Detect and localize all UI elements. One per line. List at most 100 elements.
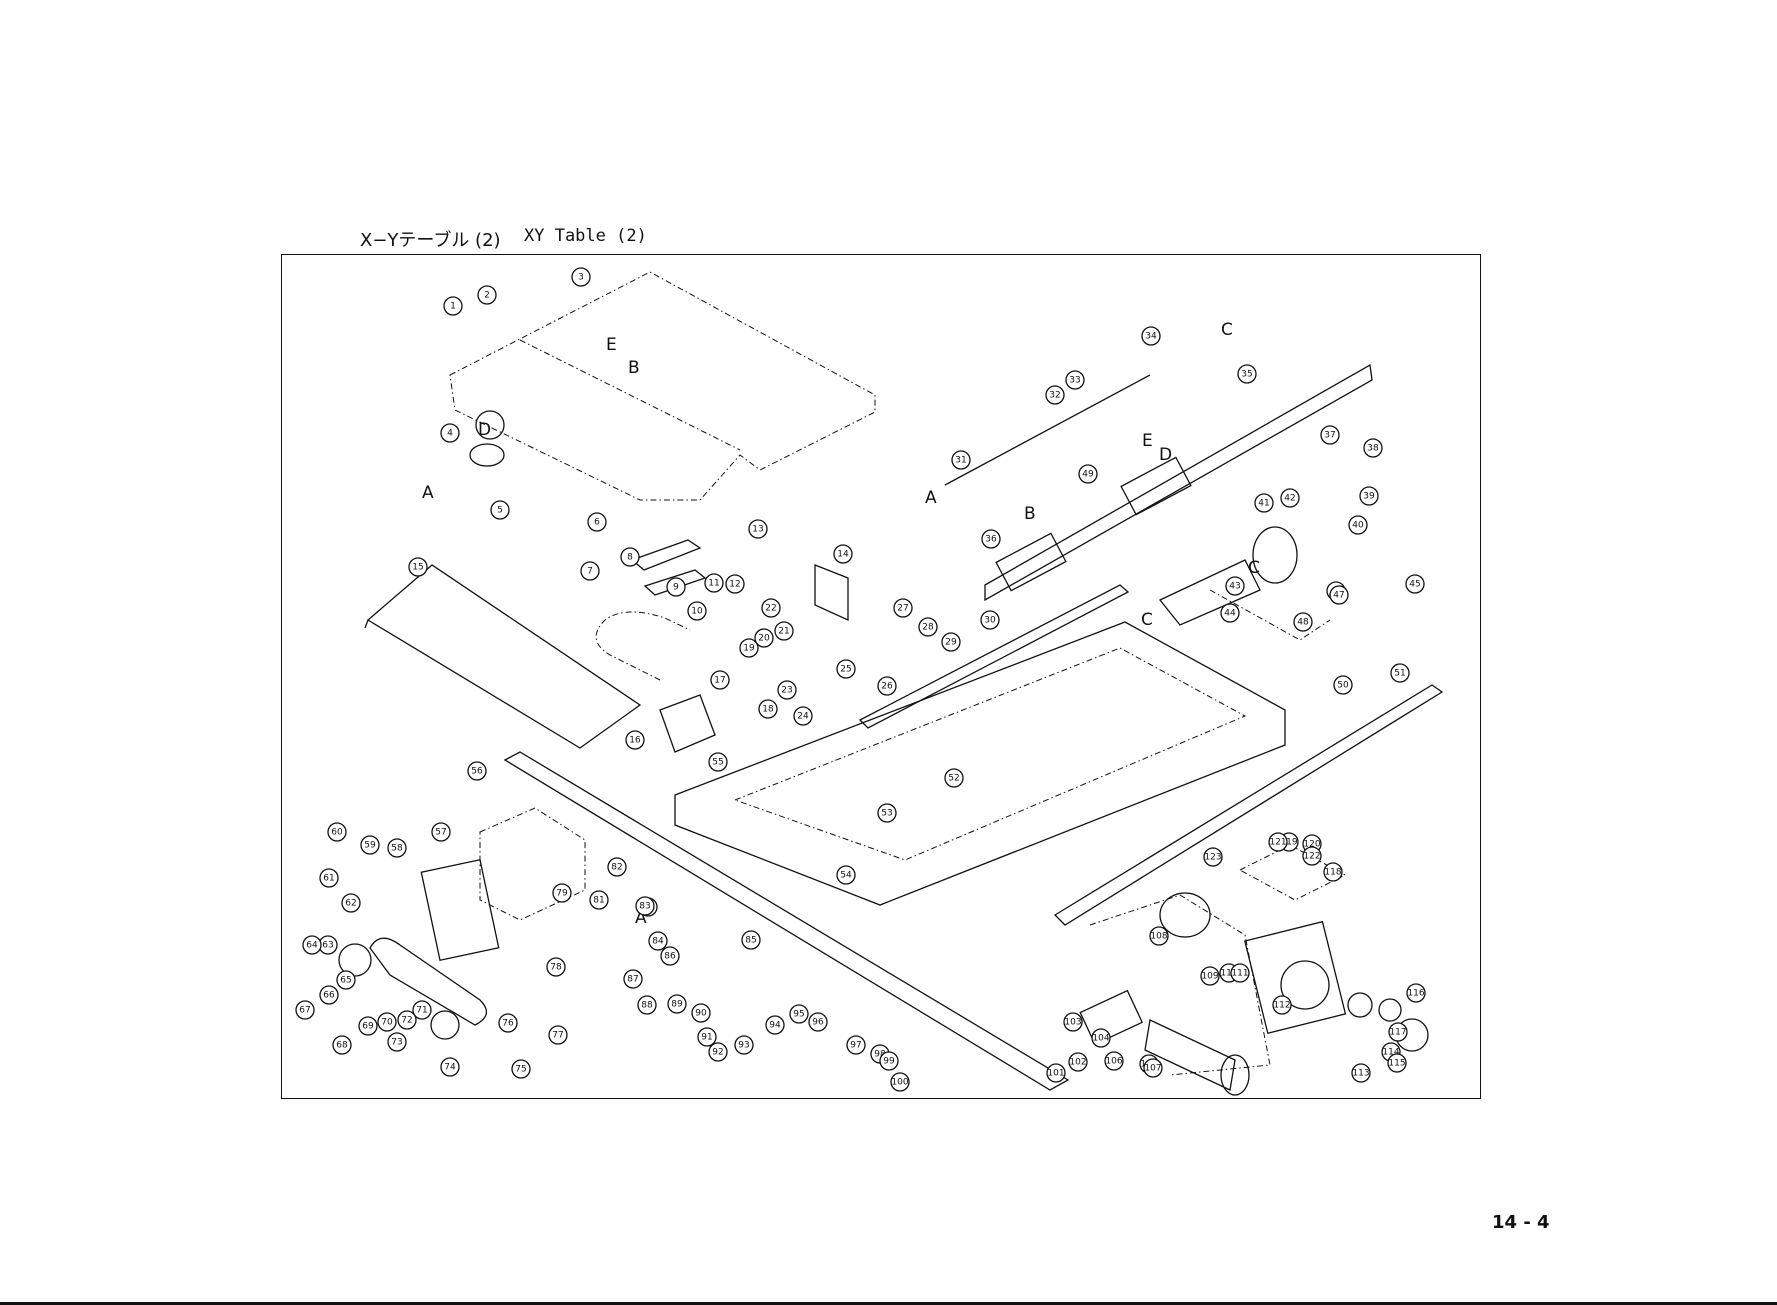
callout-number: 30	[984, 616, 996, 626]
callout-43: 43	[1225, 576, 1245, 596]
callout-number: 54	[840, 871, 852, 881]
callout-number: 58	[391, 844, 403, 854]
callout-number: 14	[837, 550, 849, 560]
callout-number: 33	[1069, 376, 1080, 386]
callout-58: 58	[387, 838, 407, 858]
callout-number: 31	[955, 456, 966, 466]
reference-letter-c: C	[1221, 320, 1233, 340]
callout-82: 82	[607, 857, 627, 877]
callout-38: 38	[1363, 438, 1383, 458]
callout-69: 69	[358, 1016, 378, 1036]
callout-68: 68	[332, 1035, 352, 1055]
callout-84: 84	[648, 931, 668, 951]
callout-number: 89	[671, 1000, 683, 1010]
callout-65: 65	[336, 970, 356, 990]
callout-number: 73	[391, 1038, 402, 1048]
callout-number: 41	[1258, 499, 1269, 509]
callout-90: 90	[691, 1003, 711, 1023]
callout-number: 112	[1273, 1001, 1290, 1011]
callout-79: 79	[552, 883, 572, 903]
callout-number: 38	[1367, 444, 1379, 454]
callout-19: 19	[739, 638, 759, 658]
callout-number: 6	[594, 518, 600, 528]
callout-number: 36	[985, 535, 997, 545]
callout-102: 102	[1068, 1052, 1088, 1072]
callout-number: 101	[1047, 1069, 1064, 1079]
callout-number: 77	[552, 1031, 563, 1041]
callout-number: 19	[743, 644, 755, 654]
callout-10: 10	[687, 601, 707, 621]
callout-52: 52	[944, 768, 964, 788]
callout-number: 39	[1363, 492, 1375, 502]
callout-59: 59	[360, 835, 380, 855]
callout-4: 4	[440, 423, 460, 443]
callout-number: 121	[1269, 838, 1286, 848]
callout-12: 12	[725, 574, 745, 594]
callout-number: 79	[556, 889, 568, 899]
callout-77: 77	[548, 1025, 568, 1045]
bellows-106	[1144, 1019, 1236, 1091]
callout-64: 64	[302, 935, 322, 955]
callout-number: 98	[874, 1050, 886, 1060]
callout-104: 104	[1091, 1028, 1111, 1048]
callout-113: 113	[1351, 1063, 1371, 1083]
callout-99: 99	[879, 1051, 899, 1071]
callout-94: 94	[765, 1015, 785, 1035]
callout-number: 37	[1324, 431, 1335, 441]
callout-22: 22	[761, 598, 781, 618]
callout-number: 120	[1303, 840, 1320, 850]
callout-115: 115	[1387, 1053, 1407, 1073]
callout-number: 93	[738, 1041, 749, 1051]
callout-number: 108	[1150, 932, 1167, 942]
callout-number: 96	[812, 1018, 824, 1028]
callout-number: 52	[948, 774, 959, 784]
callout-number: 57	[435, 828, 446, 838]
callout-55: 55	[708, 752, 728, 772]
callout-116: 116	[1406, 983, 1426, 1003]
callout-45: 45	[1405, 574, 1425, 594]
callout-number: 28	[922, 623, 934, 633]
callout-75: 75	[511, 1059, 531, 1079]
callout-number: 83	[639, 902, 650, 912]
callout-number: 63	[322, 941, 333, 951]
callout-8: 8	[620, 547, 640, 567]
callout-number: 42	[1284, 494, 1295, 504]
callout-14: 14	[833, 544, 853, 564]
callout-48: 48	[1293, 612, 1313, 632]
callout-number: 103	[1064, 1018, 1081, 1028]
callout-number: 8	[627, 553, 633, 563]
callout-122: 122	[1302, 846, 1322, 866]
reference-letter-a: A	[422, 483, 434, 503]
callout-number: 4	[447, 429, 453, 439]
bearing-housing-4	[475, 410, 505, 440]
callout-number: 60	[331, 828, 343, 838]
callout-50: 50	[1333, 675, 1353, 695]
callout-number: 106	[1105, 1057, 1122, 1067]
timing-belt-62	[369, 937, 487, 1026]
callout-number: 15	[412, 563, 423, 573]
callout-24: 24	[793, 706, 813, 726]
callout-41: 41	[1254, 493, 1274, 513]
callout-66: 66	[319, 985, 339, 1005]
callout-31: 31	[951, 450, 971, 470]
callout-number: 68	[336, 1041, 348, 1051]
callout-number: 64	[306, 941, 318, 951]
ball-screw-31	[944, 374, 1151, 486]
callout-13: 13	[748, 519, 768, 539]
callout-number: 49	[1082, 470, 1094, 480]
callout-101: 101	[1046, 1063, 1066, 1083]
callout-28: 28	[918, 617, 938, 637]
callout-53: 53	[877, 803, 897, 823]
callout-44: 44	[1220, 603, 1240, 623]
callout-number: 9	[673, 583, 679, 593]
callout-number: 91	[701, 1033, 712, 1043]
reference-letter-d: D	[478, 420, 491, 440]
callout-number: 78	[550, 963, 562, 973]
diagram-title-english: XY Table (2)	[524, 226, 647, 246]
callout-number: 114	[1382, 1048, 1399, 1058]
linear-rail-30	[858, 584, 1130, 729]
callout-86: 86	[660, 946, 680, 966]
callout-number: 104	[1092, 1034, 1109, 1044]
callout-number: 107	[1144, 1064, 1161, 1074]
